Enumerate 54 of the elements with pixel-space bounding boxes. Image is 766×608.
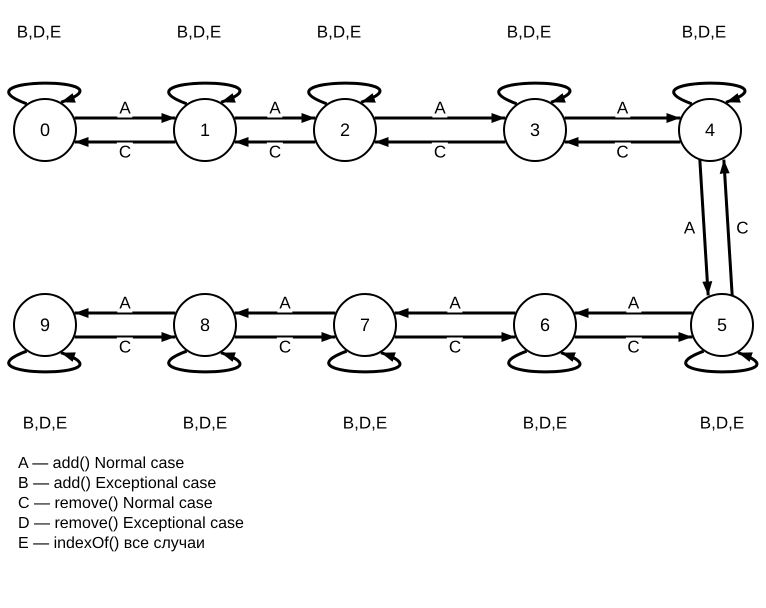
state-number: 5 [716,314,727,336]
self-loop-arrow [8,82,82,106]
state-circle [13,98,77,162]
arrow [74,113,176,123]
arrow [74,332,176,342]
state-circle [503,98,567,162]
self-loop-arrow [328,350,402,374]
self-loop-arrow [498,82,572,106]
arrow [394,308,516,318]
state-number: 3 [530,120,540,140]
state-number: 9 [40,314,50,336]
edge-label: A [267,98,283,118]
arrow [74,308,176,318]
state-number: 6 [540,314,550,336]
arrow [720,160,734,296]
self-loop-arrow [684,350,758,374]
state-circle [13,293,77,357]
edge-label: A [117,98,133,118]
self-loop-arrow [672,82,746,106]
arrow [564,137,680,147]
state-number: 2 [340,120,350,140]
legend-text: E — indexOf() все случаи [18,535,205,553]
arrow [234,113,316,123]
arrow [374,113,506,123]
state-number: 8 [200,314,210,336]
legend-text: A — add() Normal case [18,455,184,473]
arrow [234,332,336,342]
state-number: 4 [704,120,715,140]
state-number: 0 [40,120,50,140]
self-loop-arrow [508,350,582,374]
arrow [698,160,712,296]
arrow [574,332,692,342]
arrow [234,308,336,318]
legend-text: C — remove() Normal case [18,495,213,513]
edge-label: A [614,98,630,118]
arrow [564,113,680,123]
legend-text: B — add() Exceptional case [18,475,216,493]
edge-label: A [447,294,463,313]
arrow [74,137,176,147]
arrow [234,137,316,147]
state-number: 1 [200,120,210,140]
edge-label: A [117,294,133,313]
arrow [394,332,516,342]
self-loop-arrow [168,350,242,374]
self-loop-arrow [168,82,242,106]
state-number: 7 [360,314,370,336]
edge-label: A [626,294,642,313]
edge-label: A [277,294,293,313]
arrow [374,137,506,147]
self-loop-arrow [308,82,382,106]
edge-label: A [432,98,448,118]
self-loop-arrow [8,350,82,374]
arrow [574,308,692,318]
legend-text: D — remove() Exceptional case [18,515,244,533]
